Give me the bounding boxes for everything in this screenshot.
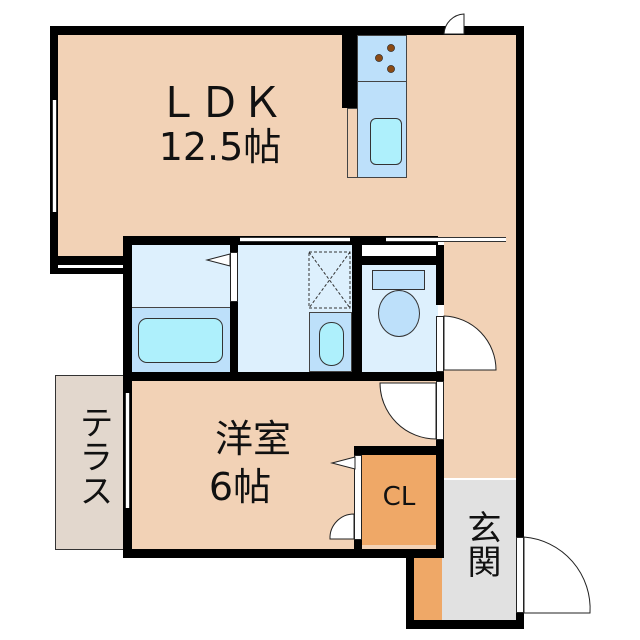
toilet-tank-icon <box>372 270 425 290</box>
wall-closet-right <box>436 446 444 558</box>
wall-ldk-bottom-outer <box>50 268 124 274</box>
balcony-door-swing[interactable] <box>440 8 466 36</box>
wall-wet-bottom <box>123 372 444 381</box>
closet-door-marker <box>330 456 356 470</box>
wall-ldk-bottom-left <box>50 256 124 265</box>
closet-label: CL <box>382 482 416 512</box>
stove-burners-icon <box>375 44 395 73</box>
entrance-floor <box>442 480 516 620</box>
closet-door-swing <box>329 513 355 540</box>
bath-door-marker <box>205 253 231 267</box>
wall-toilet-right <box>436 245 444 305</box>
western-room-label: 洋室 <box>214 417 291 461</box>
terrace-label: テラス <box>73 405 113 507</box>
toilet-door-swing <box>443 315 497 371</box>
wall-shoe-left <box>406 549 414 629</box>
wall-bath-wash <box>230 245 238 378</box>
closet-door-opening[interactable] <box>354 455 362 540</box>
shoe-closet-floor <box>414 555 442 620</box>
wall-room-bottom <box>123 549 444 558</box>
toilet-door-opening[interactable] <box>436 316 444 372</box>
wall-closet-left-stub <box>354 540 362 550</box>
toilet-vent <box>363 245 436 256</box>
bathtub-icon <box>138 318 223 363</box>
ldk-size-label: 12.5帖 <box>158 125 282 169</box>
room-door-swing <box>379 382 437 440</box>
room-window <box>125 393 130 508</box>
wall-top <box>50 26 524 35</box>
western-room-size-label: 6帖 <box>208 465 272 509</box>
ldk-floor <box>58 35 516 240</box>
ldk-label: ＬＤＫ <box>156 78 283 127</box>
entrance-door-opening[interactable] <box>516 537 524 613</box>
wall-right <box>516 26 524 626</box>
bath-door-opening[interactable] <box>230 252 238 302</box>
wall-wash-toilet <box>352 245 362 378</box>
wall-closet-top <box>354 446 444 455</box>
wall-kitchen-partition <box>342 34 360 108</box>
ldk-window <box>52 100 57 212</box>
washbasin-icon <box>319 322 344 366</box>
closet-floor <box>362 455 436 545</box>
corridor-top-window <box>386 237 506 242</box>
entrance-door-swing <box>523 536 591 614</box>
kitchen-sink-icon <box>370 118 402 165</box>
wash-top-window <box>240 237 350 242</box>
kitchen-divider <box>357 81 407 82</box>
washing-machine-space-icon <box>308 251 351 309</box>
toilet-bowl-icon <box>378 290 420 337</box>
wall-bottom <box>406 620 524 629</box>
wall-toilet-top <box>360 256 440 265</box>
entrance-label: 玄関 <box>461 510 501 578</box>
